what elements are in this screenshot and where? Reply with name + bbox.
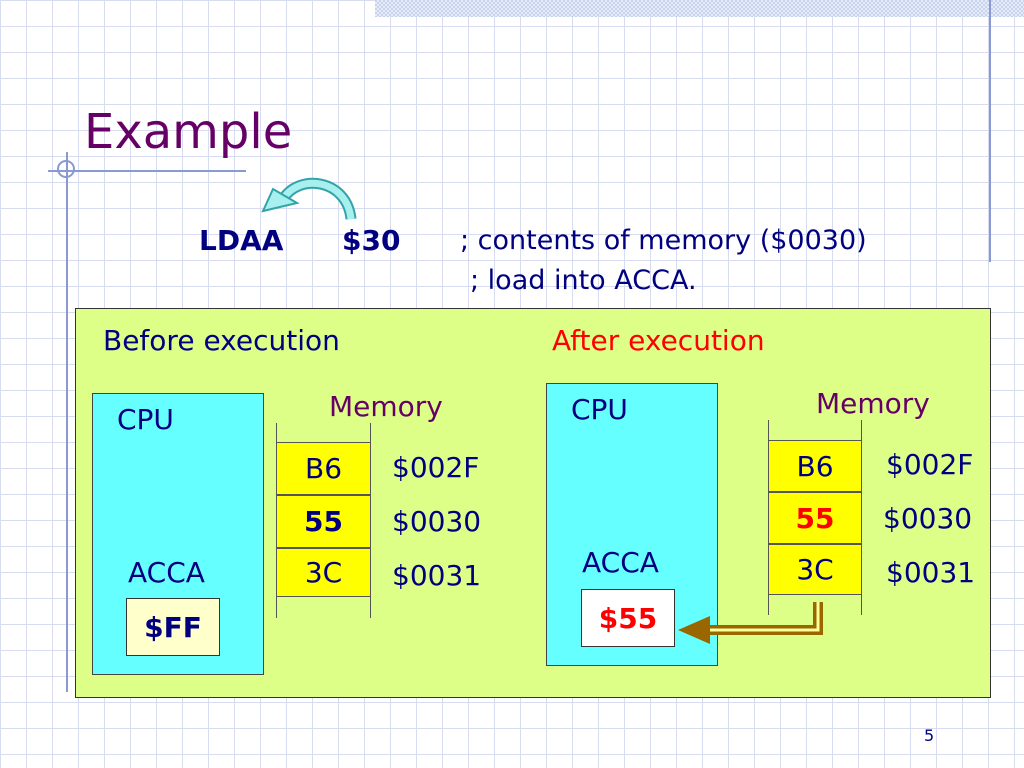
after-cpu-label: CPU <box>571 393 628 426</box>
before-memory-cell-2: 3C <box>276 548 371 597</box>
instruction-comment-line1: ; contents of memory ($0030) <box>460 225 867 256</box>
right-vertical-rule <box>989 0 991 262</box>
after-memory-address-0: $002F <box>886 448 974 481</box>
before-memory-cell-1: 55 <box>276 495 371 548</box>
before-acca-value: $FF <box>126 598 220 656</box>
after-memory-cell-2: 3C <box>768 544 862 595</box>
after-memory-address-1: $0030 <box>883 502 973 535</box>
before-memory-address-2: $0031 <box>392 559 482 592</box>
before-memory-address-1: $0030 <box>392 505 482 538</box>
after-acca-label: ACCA <box>582 546 659 579</box>
before-acca-label: ACCA <box>128 556 205 589</box>
instruction-opcode: LDAA <box>199 224 284 257</box>
corner-circle-decoration <box>57 160 75 178</box>
before-memory-cell-0: B6 <box>276 442 371 495</box>
top-decorative-band <box>375 0 1024 17</box>
before-heading: Before execution <box>103 324 340 357</box>
before-memory-label: Memory <box>329 390 443 423</box>
before-cpu-label: CPU <box>117 403 174 436</box>
after-heading: After execution <box>552 324 765 357</box>
after-memory-address-2: $0031 <box>886 556 976 589</box>
instruction-operand: $30 <box>342 224 401 257</box>
transfer-arrow-icon <box>678 602 823 644</box>
slide-title: Example <box>84 104 293 160</box>
title-underline-rule <box>48 170 246 172</box>
after-memory-cell-1: 55 <box>768 492 862 544</box>
curved-arrow-icon <box>261 177 357 220</box>
after-memory-cell-0: B6 <box>768 440 862 492</box>
instruction-comment-line2: ; load into ACCA. <box>470 265 697 296</box>
after-acca-value: $55 <box>581 589 675 647</box>
after-memory-label: Memory <box>816 387 930 420</box>
before-memory-address-0: $002F <box>392 451 480 484</box>
page-number: 5 <box>924 726 935 745</box>
left-vertical-rule <box>66 152 68 692</box>
